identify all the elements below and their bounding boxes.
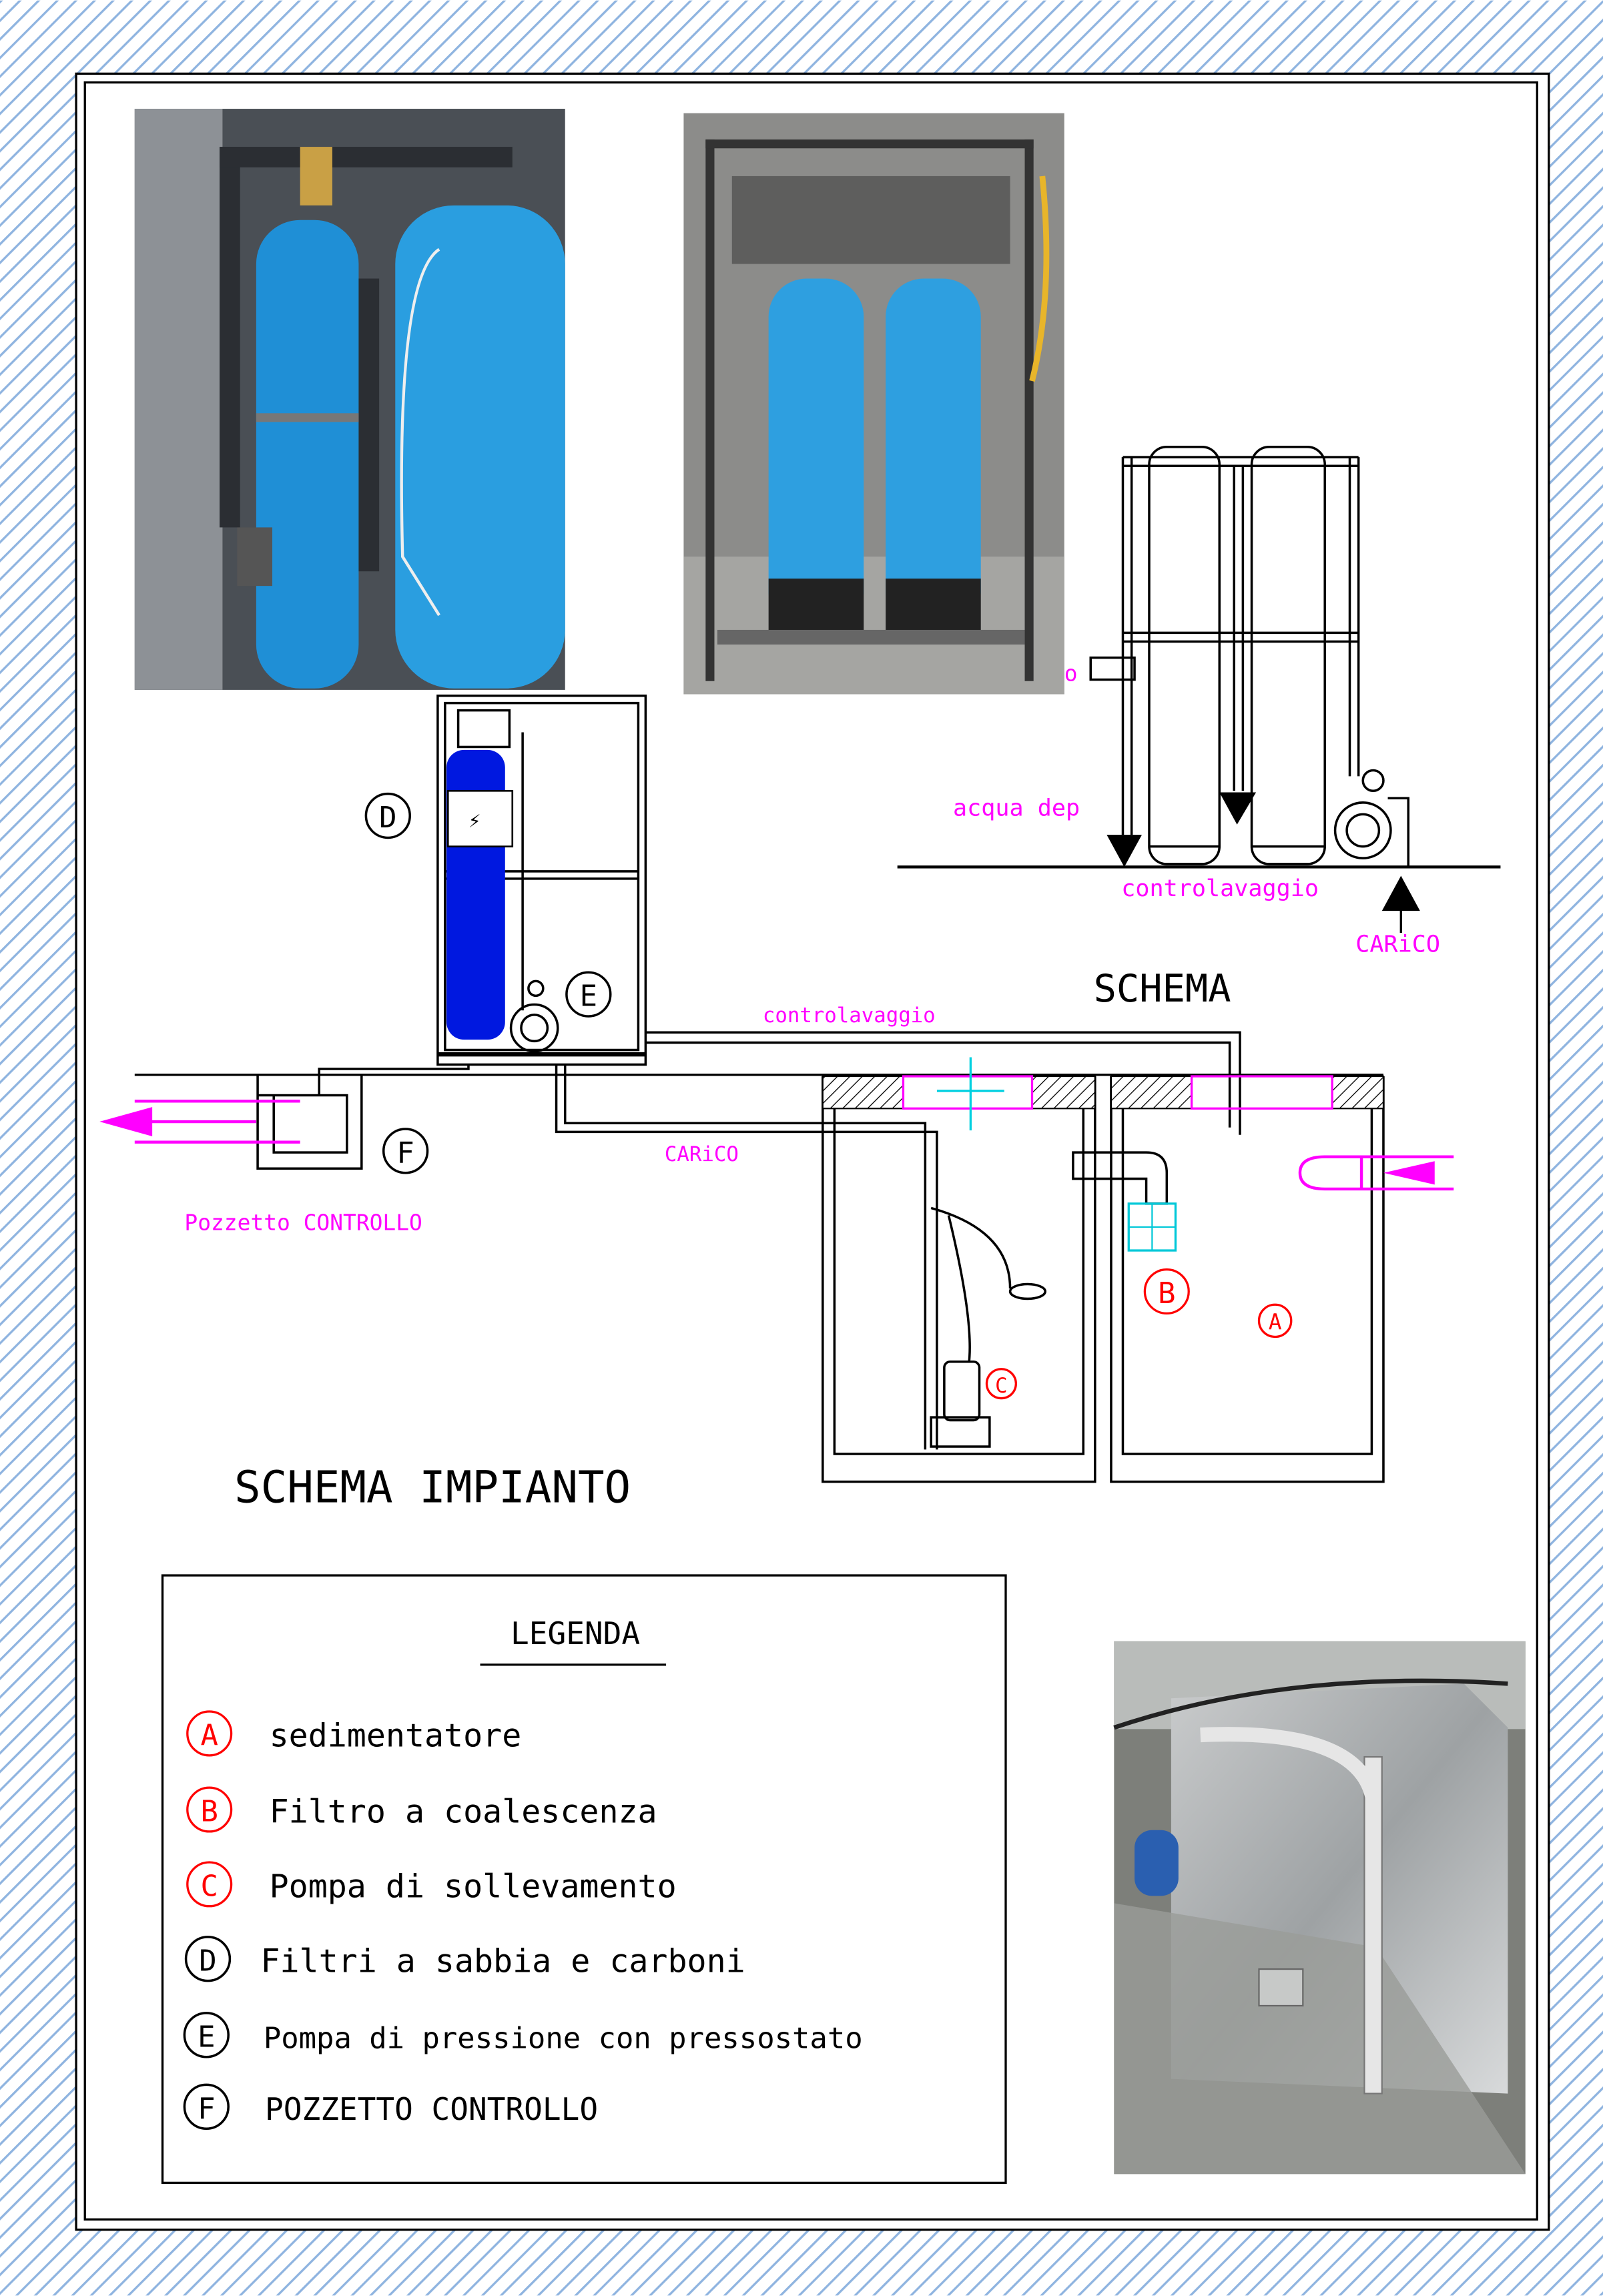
- plant-schema-title: SCHEMA IMPIANTO: [234, 1461, 631, 1513]
- marker-e: E: [565, 971, 612, 1018]
- legend-item: E Pompa di pressione con pressostato: [183, 2012, 863, 2058]
- legend-item: D Filtri a sabbia e carboni: [184, 1936, 745, 1982]
- legend-item: B Filtro a coalescenza: [186, 1786, 657, 1833]
- svg-text:C: C: [200, 1869, 218, 1903]
- svg-text:E: E: [198, 2020, 215, 2054]
- svg-text:C: C: [995, 1374, 1008, 1398]
- filter-label-partial: o: [1064, 661, 1078, 687]
- plant-label-backwash: controlavaggio: [763, 1004, 936, 1028]
- svg-text:Pompa di pressione con pressos: Pompa di pressione con pressostato: [264, 2022, 863, 2056]
- plant-label-inlet: CARiCO: [665, 1142, 739, 1166]
- svg-text:Filtri a sabbia e carboni: Filtri a sabbia e carboni: [260, 1943, 745, 1980]
- svg-text:POZZETTO CONTROLLO: POZZETTO CONTROLLO: [265, 2091, 598, 2127]
- svg-text:A: A: [200, 1718, 218, 1752]
- svg-text:B: B: [200, 1795, 218, 1829]
- plant-schema: ⚡: [99, 694, 1454, 1483]
- svg-text:F: F: [396, 1136, 414, 1170]
- filter-label-treated-water: acqua dep: [953, 795, 1080, 822]
- legend-item: A sedimentatore: [186, 1710, 522, 1757]
- photo-filters-closeup: [134, 109, 565, 690]
- marker-b: B: [1143, 1268, 1190, 1315]
- photo-control-well-box: [1113, 1641, 1526, 2175]
- svg-text:B: B: [1158, 1276, 1175, 1310]
- svg-text:A: A: [1269, 1309, 1282, 1335]
- electric-icon: ⚡: [468, 809, 481, 833]
- svg-text:D: D: [379, 801, 396, 835]
- filter-label-backwash: controlavaggio: [1121, 875, 1319, 902]
- marker-d: D: [364, 792, 411, 839]
- legend-title: LEGENDA: [511, 1615, 640, 1651]
- marker-f: F: [382, 1128, 429, 1174]
- filter-schema-title: SCHEMA: [1094, 967, 1231, 1011]
- svg-text:F: F: [198, 2092, 215, 2126]
- filter-schema: [897, 446, 1501, 933]
- plant-label-control-well: Pozzetto CONTROLLO: [184, 1209, 422, 1235]
- photo-filter-rack: [683, 113, 1064, 695]
- marker-a: A: [1257, 1303, 1293, 1338]
- marker-c: C: [985, 1368, 1018, 1400]
- legend-item: F POZZETTO CONTROLLO: [183, 2083, 598, 2130]
- svg-text:Pompa di sollevamento: Pompa di sollevamento: [270, 1868, 677, 1906]
- sheet-frame-inner: [83, 81, 1538, 2221]
- legend-item: C Pompa di sollevamento: [186, 1861, 677, 1908]
- legend: LEGENDA A sedimentatore B Filtro a coale…: [161, 1574, 1007, 2185]
- svg-text:D: D: [199, 1944, 216, 1978]
- svg-text:Filtro a coalescenza: Filtro a coalescenza: [270, 1794, 657, 1831]
- svg-text:E: E: [580, 980, 597, 1014]
- filter-label-inlet: CARiCO: [1355, 931, 1440, 958]
- svg-text:sedimentatore: sedimentatore: [270, 1717, 522, 1755]
